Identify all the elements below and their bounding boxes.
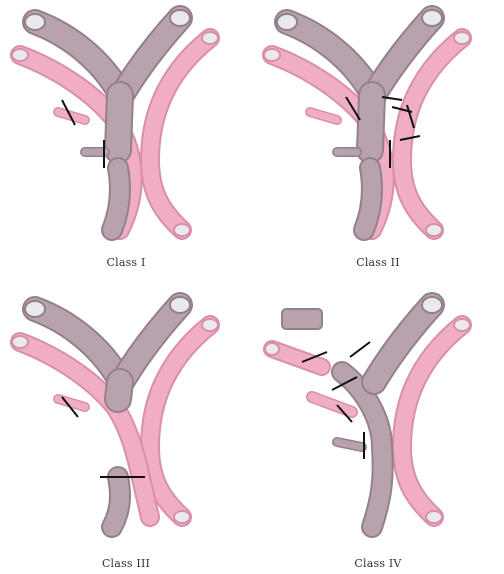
class-i-label: Class I bbox=[0, 256, 252, 269]
panel-class-iv: Class IV bbox=[252, 287, 504, 574]
vessel-diagram-class-iii bbox=[0, 287, 252, 574]
vessel-diagram-class-i bbox=[0, 0, 252, 287]
vein-trunk bbox=[370, 95, 372, 150]
artery-right-branch bbox=[150, 325, 210, 517]
artery-right-branch bbox=[402, 38, 462, 230]
vessel-diagram-class-iv bbox=[252, 287, 504, 574]
stub-branch bbox=[337, 442, 362, 447]
vessel-diagram-class-ii bbox=[252, 0, 504, 287]
detached-vein-fragment bbox=[282, 309, 322, 329]
small-branch bbox=[310, 112, 337, 120]
panel-class-iii: Class III bbox=[0, 287, 252, 574]
vein-lower-segment bbox=[112, 477, 120, 527]
ligature bbox=[350, 342, 370, 357]
vein-lower-segment bbox=[364, 168, 372, 230]
class-iii-label: Class III bbox=[0, 557, 252, 570]
vein-trunk-stub bbox=[118, 382, 120, 399]
panel-class-i: Class I bbox=[0, 0, 252, 287]
class-ii-label: Class II bbox=[252, 256, 504, 269]
small-branch bbox=[58, 399, 85, 407]
artery-right-branch bbox=[402, 325, 462, 517]
panel-class-ii: Class II bbox=[252, 0, 504, 287]
class-iv-label: Class IV bbox=[252, 557, 504, 570]
